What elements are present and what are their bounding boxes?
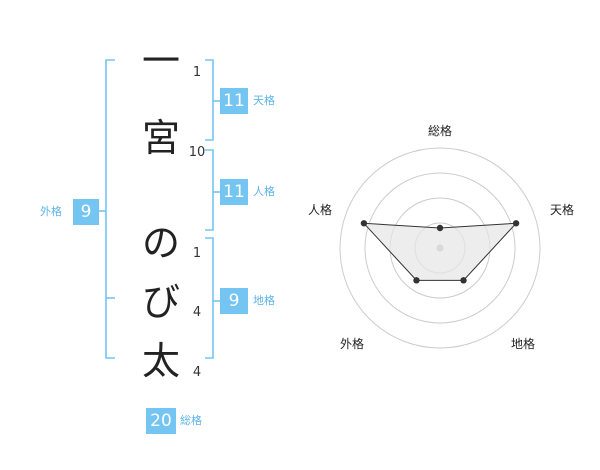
radar-label-soukaku: 総格 — [428, 124, 453, 138]
name-char-2: 宮 — [141, 116, 180, 160]
stroke-count-1: 1 — [192, 65, 202, 80]
bracket-chikaku — [205, 237, 214, 359]
gaikaku-label: 外格 — [40, 205, 62, 218]
stroke-count-2: 10 — [188, 145, 206, 160]
radar-label-chikaku: 地格 — [511, 337, 536, 351]
jinkaku-label: 人格 — [253, 185, 275, 198]
bracket-jinkaku — [205, 149, 214, 231]
name-char-3: の — [141, 221, 180, 265]
chikaku-badge: 9 — [220, 288, 248, 314]
gaikaku-badge: 9 — [73, 199, 99, 225]
jinkaku-badge: 11 — [220, 179, 248, 205]
bracket-outer — [105, 59, 115, 359]
tenkaku-badge: 11 — [220, 88, 248, 114]
radar-point-4 — [413, 277, 420, 284]
radar-label-gaikaku: 外格 — [340, 337, 365, 351]
stroke-count-5: 4 — [192, 365, 202, 380]
stroke-count-3: 1 — [192, 246, 202, 261]
radar-polygon — [362, 222, 518, 281]
tenkaku-label: 天格 — [253, 94, 275, 107]
radar-label-tenkaku: 天格 — [550, 203, 575, 217]
radar-ring-3 — [364, 172, 516, 324]
radar-point-3 — [460, 277, 467, 284]
radar-point-1 — [436, 224, 444, 232]
name-char-4: び — [141, 280, 180, 324]
stroke-count-4: 4 — [192, 305, 202, 320]
radar-label-jinkaku: 人格 — [308, 203, 333, 217]
name-char-1: 一 — [141, 39, 180, 83]
chikaku-label: 地格 — [253, 294, 275, 307]
radar-point-5 — [360, 220, 368, 227]
soukaku-label: 総格 — [180, 414, 202, 427]
radar-point-2 — [512, 220, 520, 227]
name-char-5: 太 — [141, 339, 180, 383]
bracket-tenkaku — [205, 59, 214, 141]
radar-ring-4 — [339, 147, 541, 349]
soukaku-badge: 20 — [146, 408, 176, 434]
